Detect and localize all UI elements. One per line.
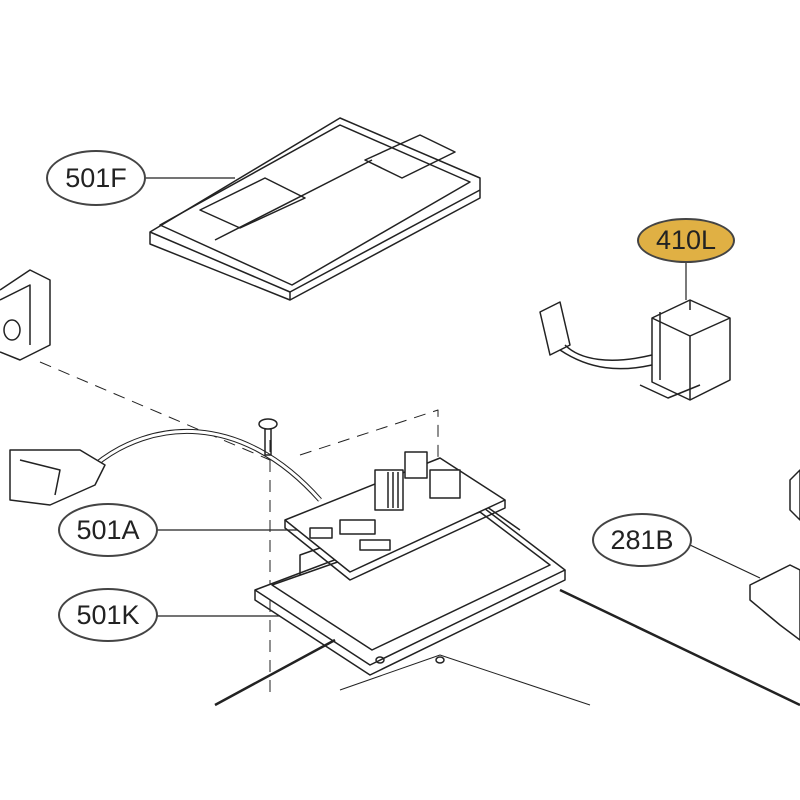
callout-410l-highlighted[interactable]: 410L (637, 218, 735, 263)
left-partial-part-drawing (0, 269, 51, 361)
callout-501a-label: 501A (76, 514, 140, 545)
cover-501f-drawing (149, 117, 481, 301)
leader-lines (146, 177, 761, 617)
callout-410l-label: 410L (655, 225, 717, 255)
transformer-410l-drawing (539, 299, 731, 401)
power-cord-drawing (9, 428, 322, 506)
bracket-281b-drawing (749, 469, 800, 641)
pcb-501a-drawing (284, 451, 506, 581)
callout-501k[interactable]: 501K (58, 588, 158, 642)
callout-281b-label: 281B (610, 524, 674, 555)
callout-501f[interactable]: 501F (46, 150, 146, 206)
base-outline (214, 588, 800, 707)
screw-drawing (258, 418, 278, 456)
guide-lines (39, 361, 439, 700)
callout-501f-label: 501F (65, 162, 127, 193)
callout-501a[interactable]: 501A (58, 503, 158, 557)
callout-501k-label: 501K (76, 599, 140, 630)
callout-281b[interactable]: 281B (592, 513, 692, 567)
